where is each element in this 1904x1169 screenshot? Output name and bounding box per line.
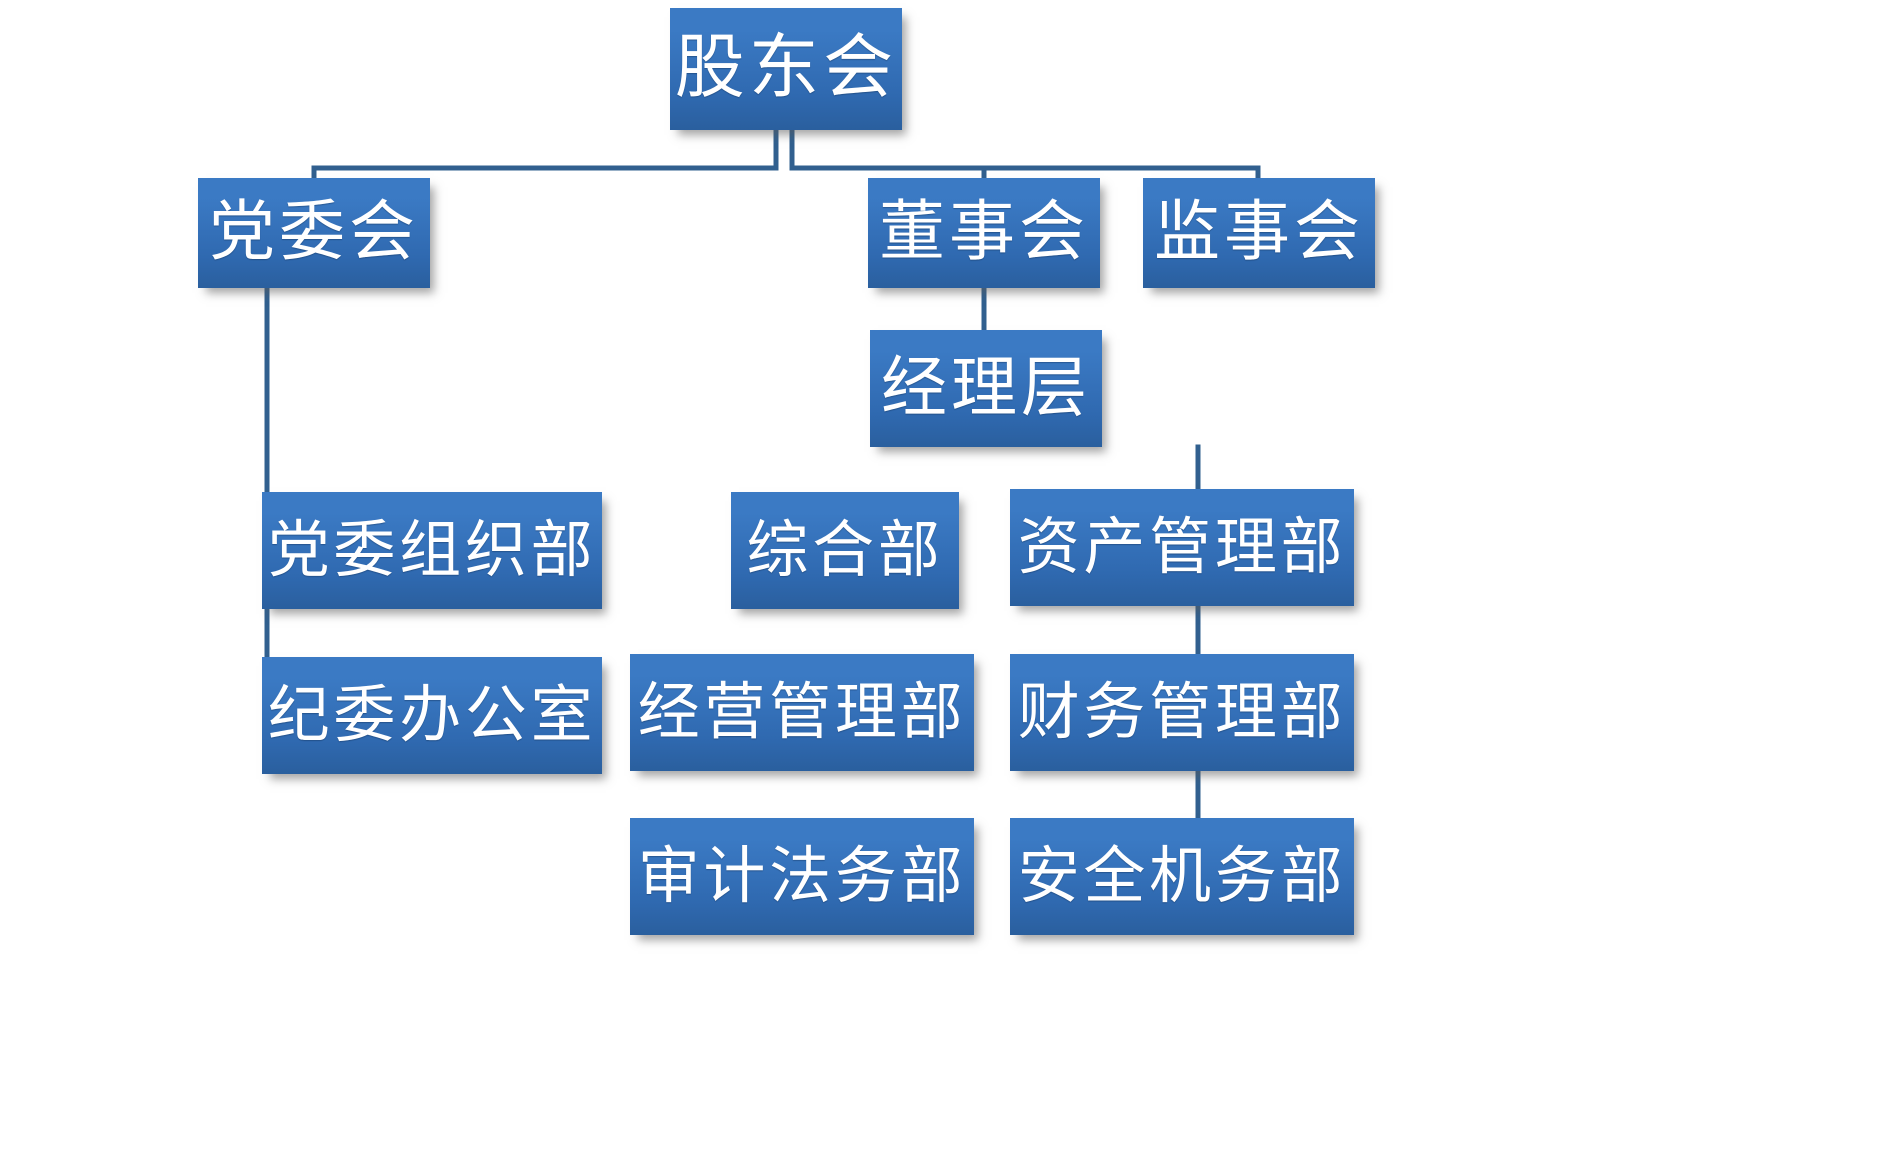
org-node-party[interactable]: 党委会 (198, 178, 430, 288)
org-node-management[interactable]: 经理层 (870, 330, 1102, 447)
org-node-label: 股东会 (674, 30, 898, 107)
org-node-label: 财务管理部 (1017, 678, 1347, 747)
org-node-label: 监事会 (1154, 196, 1364, 269)
org-node-party-org[interactable]: 党委组织部 (262, 492, 602, 609)
org-node-label: 董事会 (879, 196, 1089, 269)
org-node-label: 纪委办公室 (267, 681, 597, 750)
org-node-asset[interactable]: 资产管理部 (1010, 489, 1354, 606)
org-node-safety[interactable]: 安全机务部 (1010, 818, 1354, 935)
edge-shareholders-party (311, 127, 779, 181)
org-node-label: 党委会 (209, 196, 419, 269)
edge-shareholders-board (789, 127, 987, 181)
org-node-shareholders[interactable]: 股东会 (670, 8, 902, 130)
org-node-label: 综合部 (746, 516, 944, 585)
org-node-discipline[interactable]: 纪委办公室 (262, 657, 602, 774)
org-node-finance[interactable]: 财务管理部 (1010, 654, 1354, 771)
org-node-general[interactable]: 综合部 (731, 492, 959, 609)
org-node-audit[interactable]: 审计法务部 (630, 818, 974, 935)
org-node-label: 资产管理部 (1017, 513, 1347, 582)
org-node-board[interactable]: 董事会 (868, 178, 1100, 288)
org-node-label: 审计法务部 (637, 842, 967, 911)
org-node-label: 安全机务部 (1017, 842, 1347, 911)
org-node-label: 党委组织部 (267, 516, 597, 585)
org-node-label: 经理层 (881, 351, 1091, 425)
org-node-supervisors[interactable]: 监事会 (1143, 178, 1375, 288)
org-node-operations[interactable]: 经营管理部 (630, 654, 974, 771)
edge-shareholders-supervisors (789, 165, 1261, 181)
org-node-label: 经营管理部 (637, 678, 967, 747)
